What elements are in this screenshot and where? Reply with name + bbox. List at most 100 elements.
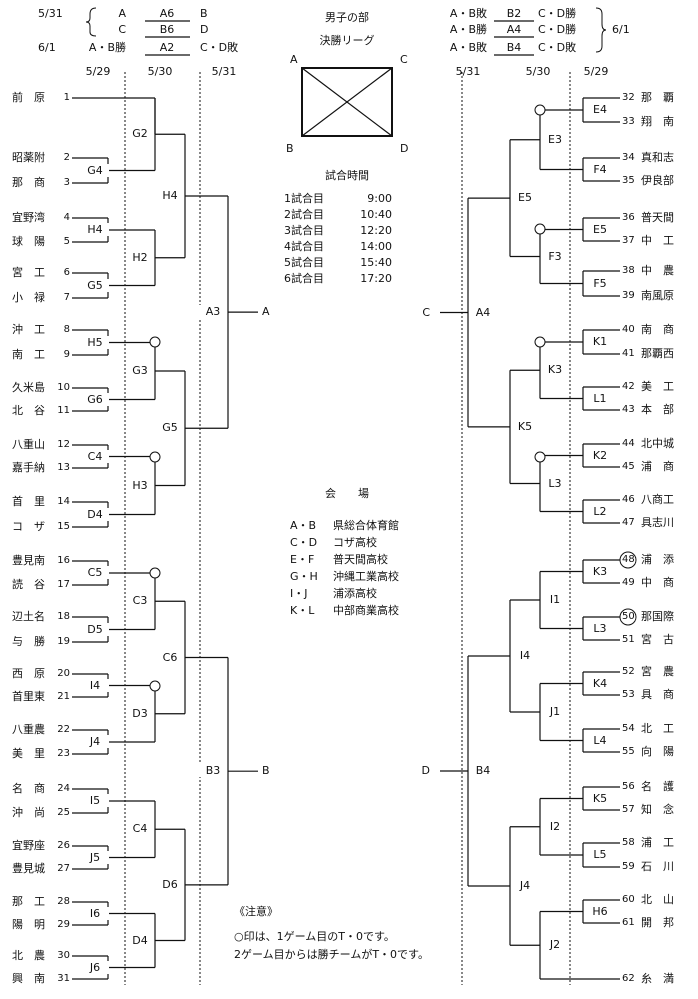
- venue-name: 県総合体育館: [333, 519, 399, 532]
- match-label-right-r1: F5: [586, 276, 614, 290]
- left-team-name: 球 陽: [12, 235, 45, 248]
- right-team-name: 南 商: [641, 323, 674, 336]
- match-label-left-r2: G3: [126, 364, 154, 377]
- right-team-number: 41: [622, 348, 635, 359]
- schedule-match-code: A4: [506, 23, 522, 36]
- left-team-number: 1: [63, 92, 70, 103]
- schedule-match-code: B2: [506, 7, 522, 20]
- match-label-left-r1: I4: [81, 678, 109, 692]
- schedule-team-b: D: [200, 23, 209, 36]
- match-label-left-r2: C4: [126, 822, 154, 836]
- right-team-number: 53: [622, 689, 635, 700]
- note-line: ○印は、1ゲーム目のT・0です。: [234, 930, 395, 943]
- left-team-name: 宮 工: [12, 266, 45, 279]
- right-team-number: 39: [622, 290, 635, 301]
- league-corner-b: B: [286, 142, 294, 155]
- left-team-name: 陽 明: [12, 918, 45, 931]
- toss-circle-marker: [534, 336, 546, 348]
- left-team-name: 西 原: [12, 667, 45, 680]
- right-team-name: 具 商: [641, 688, 674, 701]
- right-team-name: 浦 添: [641, 553, 674, 566]
- match-time-value: 17:20: [360, 272, 392, 285]
- left-team-name: 嘉手納: [12, 461, 45, 474]
- left-team-number: 23: [57, 748, 70, 759]
- match-label-right-r1: K5: [586, 791, 614, 805]
- right-team-number: 56: [622, 781, 635, 792]
- left-team-name: 読 谷: [12, 578, 45, 591]
- note-line: 2ゲーム目からは勝チームがT・0です。: [234, 948, 429, 961]
- match-label-left-r1: H5: [81, 335, 109, 349]
- right-team-number: 33: [622, 116, 635, 127]
- right-team-number: 50: [622, 611, 635, 622]
- match-times-title: 試合時間: [325, 169, 369, 182]
- league-corner-d: D: [400, 142, 409, 155]
- match-label-left-r1: I5: [81, 794, 109, 807]
- right-team-number: 43: [622, 404, 635, 415]
- column-date: 5/31: [455, 65, 481, 78]
- left-team-number: 24: [57, 783, 70, 794]
- left-team-name: 与 勝: [12, 635, 45, 648]
- right-team-name: 北 山: [641, 893, 674, 906]
- right-team-name: 真和志: [641, 151, 674, 164]
- left-team-number: 28: [57, 896, 70, 907]
- match-label-left-r1: J6: [81, 960, 109, 974]
- left-bracket-winner-slot: A: [262, 305, 270, 319]
- left-team-number: 10: [57, 382, 70, 393]
- right-team-number: 61: [622, 917, 635, 928]
- left-team-name: 小 禄: [12, 291, 45, 304]
- match-label-right-r2: J2: [541, 938, 569, 952]
- schedule-date-right: 6/1: [612, 23, 630, 36]
- schedule-team-a: A・B勝: [449, 23, 487, 36]
- right-team-name: 南風原: [641, 289, 674, 302]
- match-label-left-r2: D4: [126, 933, 154, 947]
- right-team-number: 52: [622, 666, 635, 677]
- match-label-right-r1: L4: [586, 733, 614, 747]
- left-team-number: 22: [57, 724, 70, 735]
- match-time-value: 12:20: [360, 224, 392, 237]
- schedule-match-code: A2: [159, 41, 175, 54]
- left-team-name: 首 里: [12, 495, 45, 508]
- left-team-number: 17: [57, 579, 70, 590]
- right-team-name: 北 工: [641, 722, 674, 735]
- schedule-team-b: C・D敗: [200, 41, 239, 54]
- match-label-right-r1: K2: [586, 448, 614, 462]
- match-label-right-r1: E5: [586, 222, 614, 236]
- schedule-date: 5/31: [38, 7, 63, 20]
- schedule-team-a: A・B勝: [88, 41, 126, 54]
- match-label-right-r3: K5: [511, 419, 539, 433]
- right-team-number: 35: [622, 175, 635, 186]
- right-bracket-winner-slot: D: [421, 764, 430, 777]
- right-team-name: 浦 商: [641, 460, 674, 473]
- toss-circle-marker: [149, 567, 161, 579]
- right-team-name: 中 農: [641, 264, 674, 277]
- column-date: 5/30: [525, 65, 551, 78]
- match-label-left-r1: H4: [81, 223, 109, 236]
- match-label-left-r1: D4: [81, 507, 109, 521]
- left-team-number: 5: [63, 236, 70, 247]
- left-team-number: 8: [63, 324, 70, 335]
- schedule-team-a: A・B敗: [449, 41, 487, 54]
- match-label-right-r2: K3: [541, 363, 569, 377]
- schedule-team-a: C: [118, 23, 126, 36]
- match-time-label: 3試合目: [284, 224, 324, 237]
- left-team-name: 久米島: [12, 381, 45, 394]
- right-team-name: 那覇西: [641, 347, 674, 360]
- venue-title: 会 場: [325, 487, 369, 500]
- right-team-number: 57: [622, 804, 635, 815]
- right-team-number: 36: [622, 212, 635, 223]
- schedule-match-code: B4: [506, 41, 522, 54]
- schedule-date: 6/1: [38, 41, 56, 54]
- right-team-number: 54: [622, 723, 635, 734]
- column-date: 5/29: [583, 65, 609, 78]
- match-label-right-r1: K1: [586, 335, 614, 348]
- left-team-name: 那 商: [12, 176, 45, 189]
- right-team-number: 59: [622, 861, 635, 872]
- left-team-number: 2: [63, 152, 70, 163]
- match-label-right-r2: L3: [541, 476, 569, 490]
- match-label-left-r1: D5: [81, 622, 109, 636]
- schedule-match-code: A6: [159, 7, 175, 20]
- match-label-right-r1: K4: [586, 676, 614, 690]
- column-date: 5/29: [85, 65, 111, 78]
- right-team-name: 宮 農: [641, 665, 674, 678]
- left-team-number: 18: [57, 611, 70, 622]
